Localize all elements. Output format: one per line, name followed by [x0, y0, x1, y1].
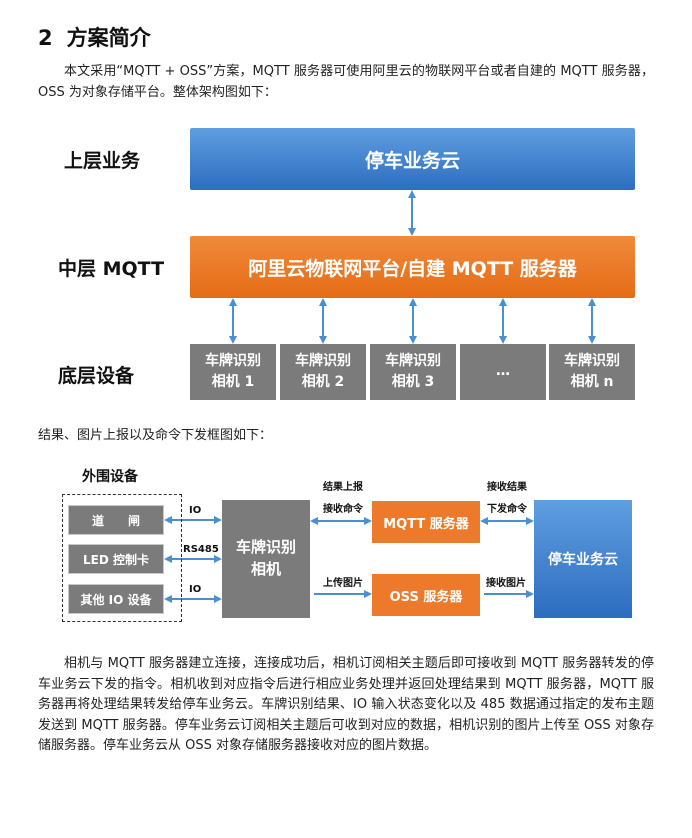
other-io-box: 其他 IO 设备: [68, 584, 164, 614]
io-label-2: IO: [189, 584, 202, 595]
camera-line2: 相机: [250, 560, 281, 578]
oss-server-box: OSS 服务器: [372, 574, 480, 616]
peripherals-group: [62, 494, 182, 622]
rs485-label: RS485: [183, 544, 219, 555]
mqtt-server-box: MQTT 服务器: [372, 501, 480, 543]
receive-result-label: 接收结果: [487, 482, 527, 493]
parking-cloud-box: 停车业务云: [190, 128, 635, 190]
result-report-label: 结果上报: [323, 482, 363, 493]
section-heading: 2 方案简介: [38, 22, 151, 52]
device-box-1: 车牌识别 相机 1: [190, 344, 276, 400]
device-line1: 车牌识别: [385, 353, 441, 369]
device-line2: 相机 2: [301, 374, 345, 390]
camera-line1: 车牌识别: [235, 538, 296, 556]
device-line1: …: [496, 363, 510, 379]
peripherals-title: 外围设备: [82, 469, 138, 485]
device-line1: 车牌识别: [205, 353, 261, 369]
camera-box: 车牌识别 相机: [222, 500, 310, 618]
device-line2: 相机 3: [391, 374, 435, 390]
device-box-2: 车牌识别 相机 2: [280, 344, 366, 400]
mqtt-platform-box: 阿里云物联网平台/自建 MQTT 服务器: [190, 236, 635, 298]
device-line2: 相机 1: [211, 374, 255, 390]
device-line1: 车牌识别: [564, 353, 620, 369]
upper-layer-label: 上层业务: [64, 150, 141, 172]
body-paragraph: 相机与 MQTT 服务器建立连接，连接成功后，相机订阅相关主题后即可接收到 MQ…: [38, 656, 654, 753]
device-line2: 相机 n: [570, 374, 614, 390]
gate-box: 道 闸: [68, 505, 164, 535]
upload-image-label: 上传图片: [323, 578, 363, 589]
led-controller-box: LED 控制卡: [68, 544, 164, 574]
intro-paragraph: 本文采用“MQTT + OSS”方案，MQTT 服务器可使用阿里云的物联网平台或…: [38, 64, 654, 100]
receive-image-label: 接收图片: [486, 578, 526, 589]
section-title: 方案简介: [66, 26, 151, 50]
send-cmd-label: 下发命令: [487, 504, 527, 515]
device-box-n: 车牌识别 相机 n: [549, 344, 635, 400]
section-number: 2: [38, 26, 53, 50]
flow-parking-cloud-box: 停车业务云: [534, 500, 632, 618]
receive-cmd-label: 接收命令: [323, 504, 363, 515]
io-label-1: IO: [189, 505, 202, 516]
flow-caption: 结果、图片上报以及命令下发框图如下：: [38, 428, 273, 443]
lower-layer-label: 底层设备: [58, 365, 135, 387]
device-line1: 车牌识别: [295, 353, 351, 369]
device-box-3: 车牌识别 相机 3: [370, 344, 456, 400]
device-box-ellipsis: …: [460, 344, 546, 400]
middle-layer-label: 中层 MQTT: [58, 258, 165, 280]
